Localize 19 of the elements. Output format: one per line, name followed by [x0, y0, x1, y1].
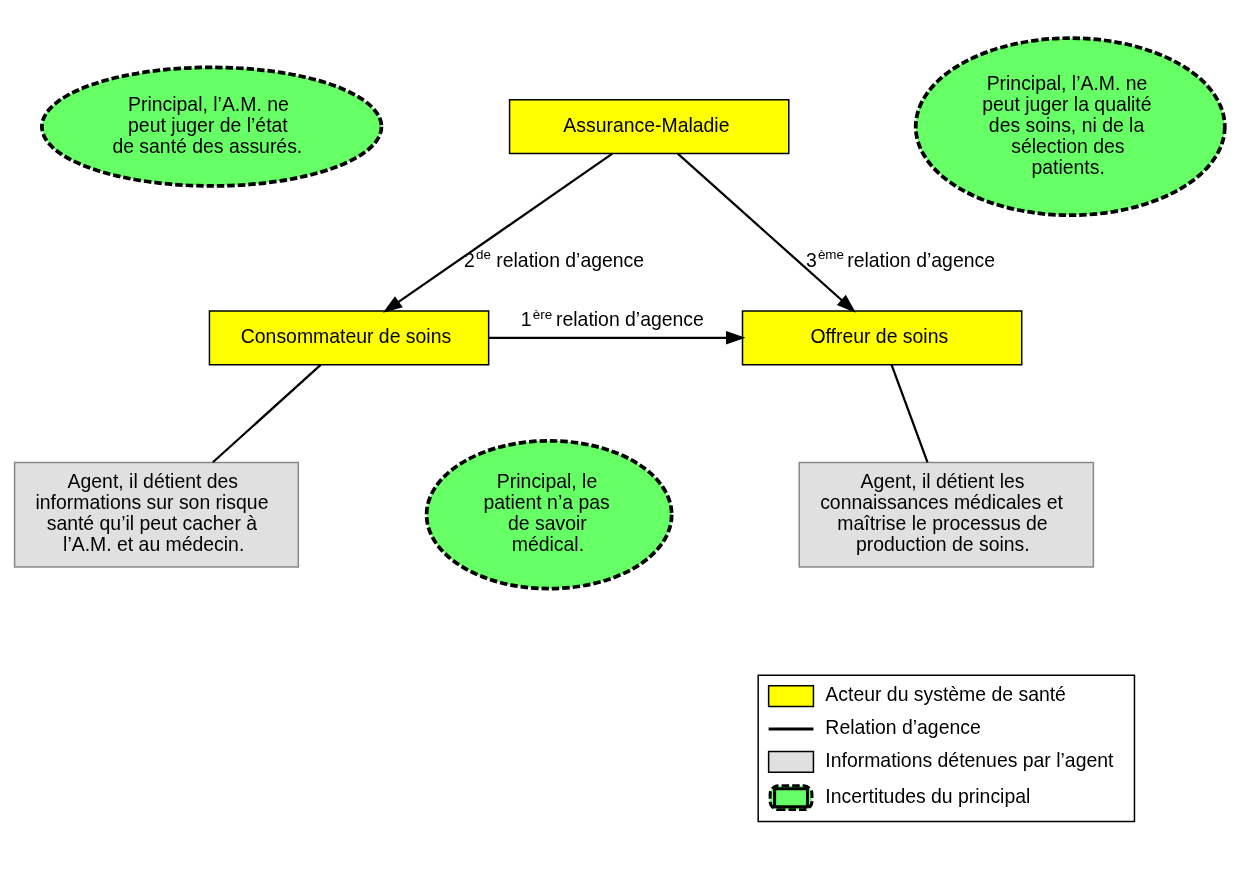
node-box: Consommateur de soins — [208, 309, 490, 365]
legend-label: Relation d’agence — [825, 715, 981, 738]
connector — [212, 363, 322, 463]
legend-label: Acteur du système de santé — [825, 682, 1066, 705]
connector — [890, 364, 929, 463]
node-box: Agent, il détient les connaissances médicales et maîtrise le processus de production de soins. — [798, 461, 1095, 568]
legend-label: Informations détenues par l’agent — [825, 748, 1114, 771]
node-ellipse: Principal, l’A.M. ne peut juger la qualité des soins, ni de la sélection des patients. — [913, 35, 1227, 217]
node-ellipse: Principal, l’A.M. ne peut juger de l’état de santé des assurés. — [40, 65, 384, 188]
edge-label: 1$^{ère}$ relation d’agence — [520, 306, 704, 330]
legend-label: Incertitudes du principal — [825, 784, 1031, 807]
arrow — [677, 152, 856, 313]
node-box: Agent, il détient des informations sur son risque santé qu’il peut cacher à l’A.M. et au médecin. — [13, 461, 300, 568]
node-box: Assurance-Maladie — [508, 98, 790, 154]
arrow — [489, 330, 746, 345]
node-ellipse: Principal, le patient n’a pas de savoir médical. — [424, 438, 674, 590]
arrow — [382, 152, 613, 313]
node-box: Offreur de soins — [741, 309, 1023, 365]
edge-label: 3$^{ème}$ relation d’agence — [805, 246, 996, 271]
